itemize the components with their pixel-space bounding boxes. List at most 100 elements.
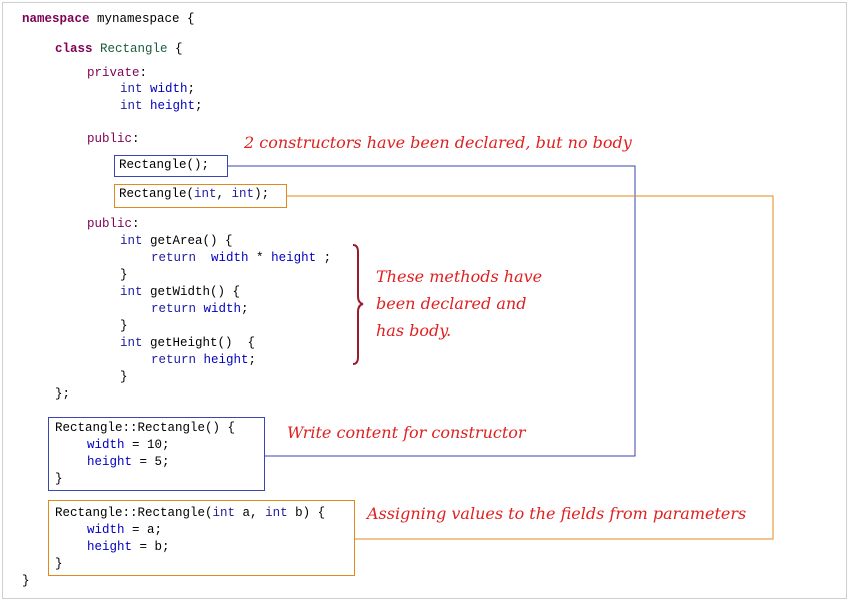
code-token: return <box>151 302 197 316</box>
code-getwidth-signature: int getWidth() { <box>120 284 240 301</box>
methods-note-line-1: These methods have <box>376 267 543 286</box>
code-field-height: int height; <box>120 98 203 115</box>
impl1-box <box>48 417 265 491</box>
code-token: int <box>212 506 236 520</box>
code-getheight-signature: int getHeight() { <box>120 335 255 352</box>
code-getarea-body: return width * height ; <box>151 250 331 267</box>
code-impl2-height: height = b; <box>87 539 170 556</box>
code-token: ; <box>187 82 196 96</box>
code-getarea-signature: int getArea() { <box>120 233 233 250</box>
code-token: = 5; <box>132 455 170 469</box>
code-token: Rectangle::Rectangle( <box>55 506 213 520</box>
code-impl2-close: } <box>55 556 63 573</box>
code-close-brace-3: } <box>120 369 128 386</box>
code-token: Rectangle(); <box>119 158 210 172</box>
code-token: ; <box>195 99 203 113</box>
code-token: width <box>150 82 188 96</box>
code-token: height <box>87 455 133 469</box>
impl2-box <box>48 500 355 576</box>
constructors-note: 2 constructors have been declared, but n… <box>244 133 632 152</box>
code-token: } <box>55 472 63 486</box>
code-token: private <box>87 66 140 80</box>
code-token: int <box>120 99 143 113</box>
code-token: } <box>120 370 128 384</box>
methods-note-line-3: has body. <box>376 321 452 340</box>
code-token: width <box>87 438 125 452</box>
code-token <box>143 99 151 113</box>
code-getwidth-body: return width; <box>151 301 249 318</box>
code-token: = 10; <box>124 438 170 452</box>
code-impl1-close: } <box>55 471 63 488</box>
write-constructor-note: Write content for constructor <box>287 423 526 442</box>
code-token: } <box>22 574 30 588</box>
code-token: Rectangle <box>100 42 168 56</box>
code-class-open: class Rectangle { <box>55 41 183 58</box>
code-token: a, <box>235 506 266 520</box>
code-public-label-1: public: <box>87 131 140 148</box>
code-token: width <box>211 251 249 265</box>
code-impl1-width: width = 10; <box>87 437 170 454</box>
code-token: class <box>55 42 93 56</box>
code-token: return <box>151 251 197 265</box>
code-token: }; <box>55 387 71 401</box>
code-token: getHeight() { <box>142 336 256 350</box>
code-token: height <box>203 353 249 367</box>
code-token: : <box>132 132 140 146</box>
code-token: int <box>194 187 217 201</box>
code-token: namespace <box>22 12 90 26</box>
ctor-decl-1-box <box>114 155 228 177</box>
code-public-label-2: public: <box>87 216 140 233</box>
code-ctor-decl-2: Rectangle(int, int); <box>119 186 269 203</box>
code-token: int <box>120 234 143 248</box>
code-token: int <box>120 285 143 299</box>
code-impl1-height: height = 5; <box>87 454 170 471</box>
code-token: width <box>87 523 125 537</box>
code-token: } <box>120 319 128 333</box>
ctor-decl-2-box <box>114 184 287 208</box>
code-token: } <box>55 557 63 571</box>
code-token: getWidth() { <box>142 285 241 299</box>
code-private-label: private: <box>87 65 147 82</box>
code-getheight-body: return height; <box>151 352 256 369</box>
code-token: height <box>87 540 133 554</box>
code-token: int <box>120 82 143 96</box>
code-token: : <box>132 217 140 231</box>
code-token <box>196 302 204 316</box>
code-token: = a; <box>124 523 163 537</box>
code-token: ; <box>248 353 257 367</box>
code-token: public <box>87 132 133 146</box>
code-token <box>196 251 211 265</box>
code-token <box>196 353 204 367</box>
code-token <box>93 42 101 56</box>
code-token: height <box>271 251 317 265</box>
code-ctor-decl-1: Rectangle(); <box>119 157 209 174</box>
code-token: * <box>248 251 272 265</box>
code-class-close: }; <box>55 386 70 403</box>
code-token: Rectangle( <box>119 187 195 201</box>
code-namespace-open: namespace mynamespace { <box>22 11 195 28</box>
code-token: width <box>203 302 242 316</box>
code-token: ; <box>241 302 249 316</box>
code-impl2-signature: Rectangle::Rectangle(int a, int b) { <box>55 505 325 522</box>
code-token: public <box>87 217 133 231</box>
code-token: , <box>216 187 232 201</box>
methods-note-line-2: been declared and <box>376 294 527 313</box>
assigning-values-note: Assigning values to the fields from para… <box>367 504 747 523</box>
code-token: = b; <box>132 540 170 554</box>
code-token: ; <box>316 251 332 265</box>
code-token: height <box>150 99 196 113</box>
code-token: return <box>151 353 197 367</box>
code-impl2-width: width = a; <box>87 522 162 539</box>
code-token: int <box>265 506 288 520</box>
code-token: } <box>120 268 128 282</box>
code-token <box>143 82 151 96</box>
code-token: getArea() { <box>142 234 233 248</box>
code-token: { <box>167 42 183 56</box>
code-field-width: int width; <box>120 81 195 98</box>
code-token: mynamespace { <box>89 12 195 26</box>
code-close-brace-2: } <box>120 318 128 335</box>
code-namespace-close: } <box>22 573 30 590</box>
code-token: : <box>139 66 148 80</box>
